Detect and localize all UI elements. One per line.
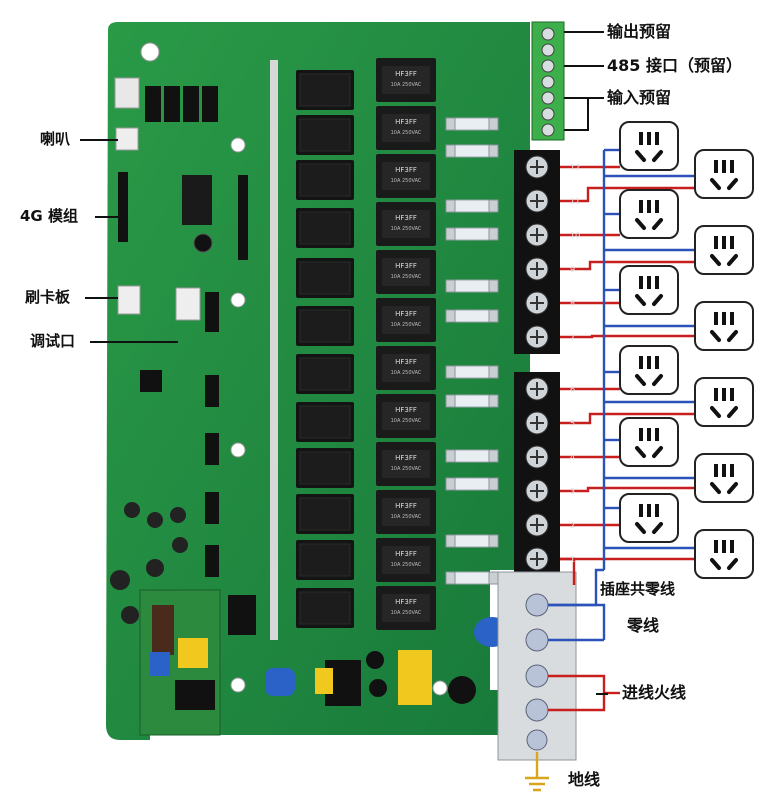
terminal-number: 7 — [570, 333, 575, 342]
label-ground: 地线 — [568, 770, 601, 789]
label-neutral: 零线 — [627, 616, 660, 635]
label-input-reserved: 输入预留 — [607, 88, 672, 107]
label-incoming-live: 进线火线 — [622, 683, 687, 702]
label-rs485-reserved: 485 接口（预留） — [607, 56, 742, 75]
label-output-reserved: 输出预留 — [607, 22, 672, 41]
terminal-number: 4 — [570, 453, 575, 462]
label-4g-module: 4G 模组 — [20, 207, 78, 225]
mains-terminal-block — [497, 571, 577, 761]
label-socket-common-neutral: 插座共零线 — [600, 580, 676, 598]
power-sockets — [618, 120, 755, 580]
terminal-number: 8 — [570, 299, 575, 308]
terminal-number: 5 — [570, 419, 575, 428]
terminal-number: 6 — [570, 385, 575, 394]
screw-terminal-lower — [513, 371, 561, 577]
terminal-number: 11 — [570, 197, 580, 206]
control-circuit — [110, 60, 510, 736]
terminal-number: 10 — [570, 231, 580, 240]
terminal-number: 1 — [570, 555, 575, 564]
label-debug-port: 调试口 — [30, 332, 76, 350]
screw-terminal-upper — [513, 149, 561, 355]
label-card-board: 刷卡板 — [25, 288, 71, 306]
callout-lines — [80, 31, 608, 695]
terminal-number: 12 — [570, 163, 580, 172]
green-terminal-block — [531, 21, 565, 141]
terminal-number: 2 — [570, 521, 575, 530]
terminal-number: 9 — [570, 265, 575, 274]
socket-wiring — [525, 148, 695, 792]
terminal-number: 3 — [570, 487, 575, 496]
label-speaker: 喇叭 — [40, 130, 71, 148]
